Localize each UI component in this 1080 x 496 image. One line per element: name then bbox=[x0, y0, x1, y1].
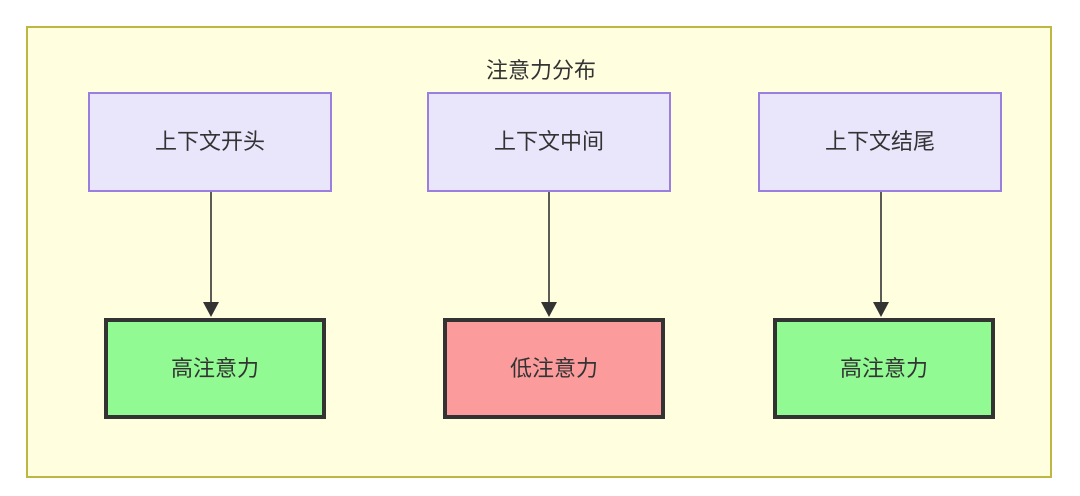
node-context-middle-label: 上下文中间 bbox=[493, 129, 604, 154]
node-context-start-label: 上下文开头 bbox=[154, 129, 265, 154]
node-attention-middle[interactable]: 低注意力 bbox=[443, 318, 665, 419]
node-attention-end[interactable]: 高注意力 bbox=[773, 318, 995, 419]
node-context-end[interactable]: 上下文结尾 bbox=[758, 92, 1002, 192]
node-context-end-label: 上下文结尾 bbox=[824, 129, 935, 154]
node-attention-start-label: 高注意力 bbox=[170, 355, 259, 381]
node-attention-end-label: 高注意力 bbox=[839, 355, 928, 381]
diagram-title: 注意力分布 bbox=[485, 58, 596, 83]
node-context-start[interactable]: 上下文开头 bbox=[88, 92, 332, 192]
node-context-middle[interactable]: 上下文中间 bbox=[427, 92, 671, 192]
node-attention-start[interactable]: 高注意力 bbox=[104, 318, 326, 419]
node-attention-middle-label: 低注意力 bbox=[509, 355, 598, 381]
